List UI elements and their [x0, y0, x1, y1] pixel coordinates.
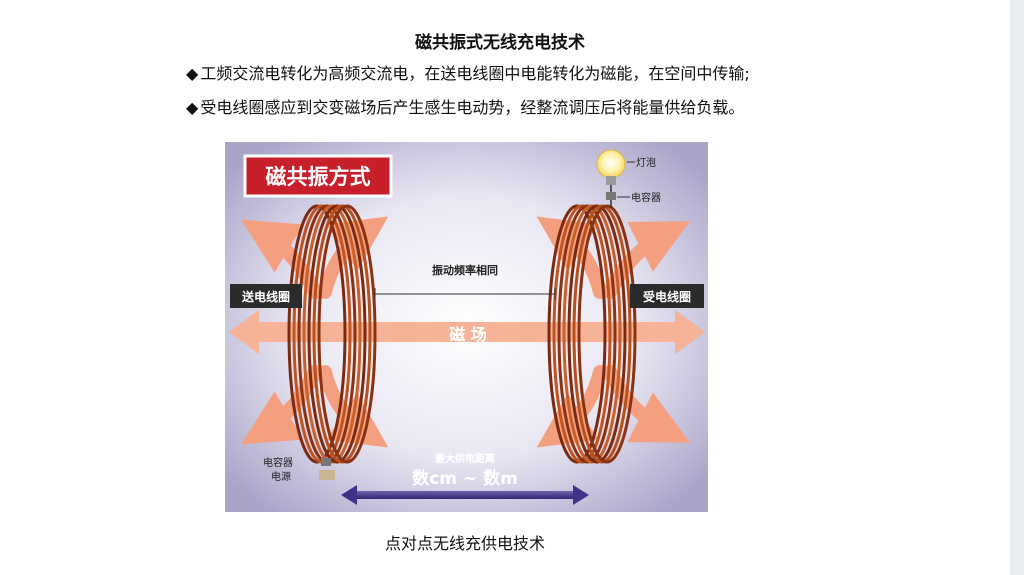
figure-svg: 磁共振方式 磁 场: [225, 142, 708, 512]
bulb-label: 灯泡: [636, 156, 656, 169]
bulb-icon: [596, 149, 626, 185]
magnetic-resonance-figure: 磁共振方式 磁 场: [225, 142, 708, 512]
bullet-text-2: 受电线圈感应到交变磁场后产生感生电动势，经整流调压后将能量供给负载。: [200, 98, 745, 117]
magnetic-field-label: 磁 场: [449, 325, 487, 344]
banner-text: 磁共振方式: [266, 165, 371, 189]
power-source-icon: [319, 470, 335, 480]
figure-caption: 点对点无线充供电技术: [384, 534, 545, 553]
right-edge-bar: [1010, 0, 1024, 575]
receive-coil: [547, 204, 637, 464]
receive-coil-box: [630, 284, 704, 308]
banner-box: [243, 154, 393, 198]
bullet-item-2: ◆受电线圈感应到交变磁场后产生感生电动势，经整流调压后将能量供给负载。: [186, 94, 744, 118]
receive-coil-label: 受电线圈: [643, 289, 691, 304]
bullet-item-1: ◆工频交流电转化为高频交流电，在送电线圈中电能转化为磁能，在空间中传输;: [186, 60, 750, 84]
tx-capacitor-icon: [321, 458, 331, 466]
diamond-bullet-icon: ◆: [186, 64, 199, 83]
distance-range-label: 数cm ~ 数m: [412, 468, 518, 489]
tx-capacitor-label: 电容器: [263, 456, 293, 469]
rx-capacitor-icon: [606, 192, 616, 200]
slide-title: 磁共振式无线充电技术: [415, 33, 585, 53]
frequency-bracket: [374, 288, 556, 300]
power-source-label: 电源: [271, 470, 291, 483]
transmit-coil-box: [230, 284, 302, 308]
distance-arrow: [341, 485, 589, 505]
max-distance-label: 最大供电距离: [435, 452, 495, 465]
bullet-text-1: 工频交流电转化为高频交流电，在送电线圈中电能转化为磁能，在空间中传输;: [200, 64, 750, 83]
rx-capacitor-label: 电容器: [631, 191, 661, 204]
same-frequency-label: 振动频率相同: [432, 263, 498, 277]
diamond-bullet-icon: ◆: [186, 98, 199, 117]
transmit-coil-label: 送电线圈: [241, 289, 290, 304]
